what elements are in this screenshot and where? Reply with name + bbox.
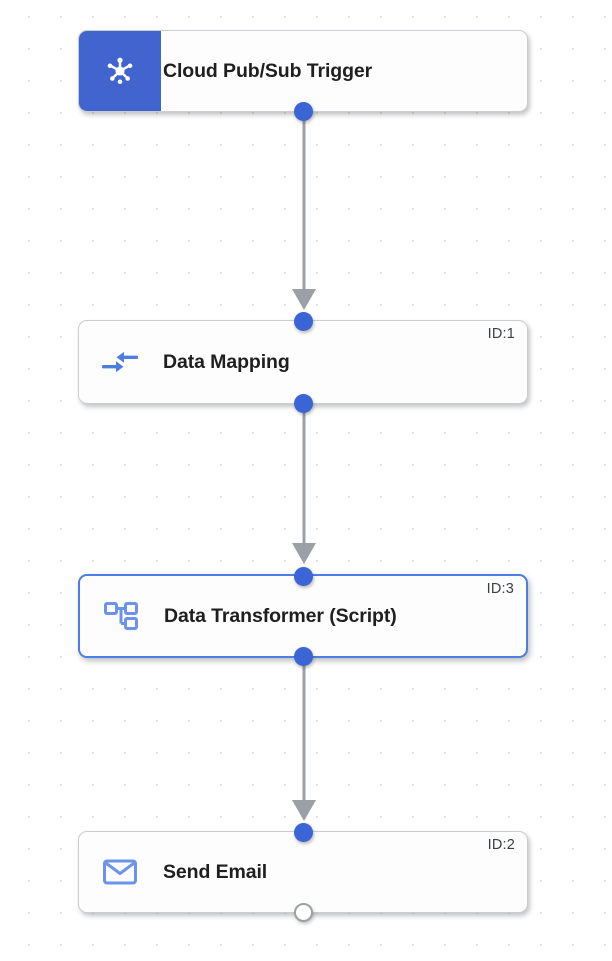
node-cloud-pubsub-trigger[interactable]: Cloud Pub/Sub Trigger [78,30,528,121]
pubsub-hub-icon [103,54,137,88]
node-icon-container [79,832,161,912]
node-data-mapping[interactable]: Data Mapping ID:1 [78,311,528,413]
node-output-port-unconnected[interactable] [293,902,313,922]
node-input-port[interactable] [293,566,313,586]
node-icon-container [79,31,161,111]
edge-transformer-to-email [292,658,316,821]
converging-arrows-icon [100,346,140,378]
node-title: Send Email [163,860,268,883]
node-id-badge: ID:2 [487,837,515,853]
node-send-email[interactable]: Send Email ID:2 [78,822,528,922]
node-icon-container [80,576,162,656]
node-id-badge: ID:1 [487,326,515,342]
node-data-transformer-script[interactable]: Data Transformer (Script) ID:3 [78,566,528,666]
node-title: Data Mapping [163,350,290,373]
envelope-icon [102,857,138,887]
edge-mapping-to-transformer [292,404,316,564]
node-id-badge: ID:3 [486,581,514,597]
node-title: Data Transformer (Script) [164,604,397,627]
node-input-port[interactable] [293,822,313,842]
sitemap-hierarchy-icon [103,599,139,633]
edge-trigger-to-mapping [292,112,316,310]
node-input-port[interactable] [293,311,313,331]
node-output-port[interactable] [293,393,313,413]
node-icon-container [79,321,161,403]
node-output-port[interactable] [293,101,313,121]
node-title: Cloud Pub/Sub Trigger [163,59,373,82]
node-output-port[interactable] [293,646,313,666]
